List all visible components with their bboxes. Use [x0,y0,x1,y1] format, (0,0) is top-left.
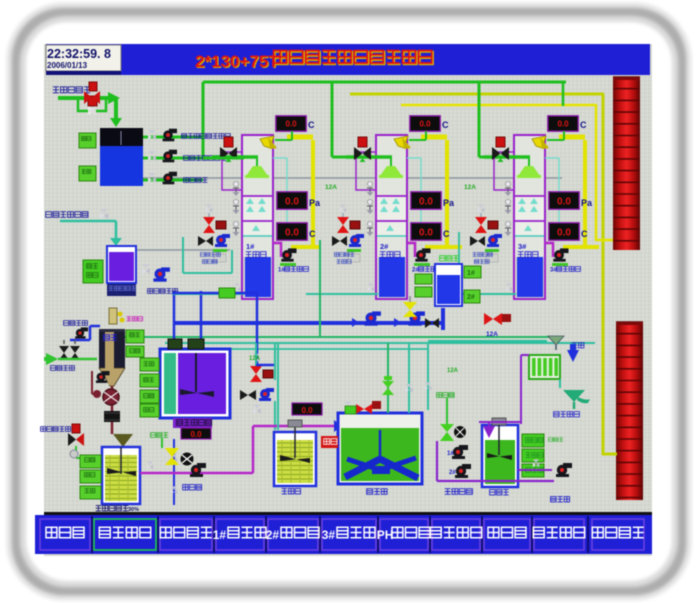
svg-text:0.0: 0.0 [285,197,299,208]
svg-text:2*130+75T: 2*130+75T [195,52,279,71]
svg-text:0.0: 0.0 [419,197,433,208]
svg-text:2#: 2# [412,268,419,274]
svg-text:3#: 3# [322,528,336,542]
svg-text:22:32:59. 8: 22:32:59. 8 [47,47,111,61]
svg-text:0.0: 0.0 [419,120,431,129]
svg-text:C: C [442,120,449,130]
svg-text:12A: 12A [249,356,261,362]
svg-text:0.0: 0.0 [557,197,571,208]
svg-text:2#: 2# [380,242,389,251]
svg-text:C: C [443,229,450,239]
svg-text:3#: 3# [518,242,527,251]
svg-text:0.0: 0.0 [190,430,202,439]
svg-text:1#: 1# [246,242,255,251]
svg-text:Pa: Pa [443,198,455,208]
svg-text:12A: 12A [325,184,337,191]
svg-text:0.0: 0.0 [301,406,313,415]
svg-text:0.0: 0.0 [285,120,297,129]
svg-text:1#: 1# [467,270,475,277]
svg-text:Pa: Pa [309,198,321,208]
svg-text:2#: 2# [449,470,456,476]
svg-text:12A: 12A [447,368,459,374]
svg-text:2*130+75T: 2*130+75T [196,53,280,72]
svg-text:0.0: 0.0 [557,120,569,129]
svg-text:0.0: 0.0 [285,228,299,239]
svg-text:1#: 1# [213,528,227,542]
svg-text:C: C [580,120,587,130]
svg-text:1#: 1# [447,451,454,457]
svg-text:12A: 12A [464,184,476,191]
svg-text:C: C [581,229,588,239]
svg-text:1#: 1# [278,268,285,274]
svg-text:2006/01/13: 2006/01/13 [47,61,88,70]
svg-text:Pa: Pa [581,198,593,208]
svg-text:PH: PH [377,528,394,542]
svg-text:C: C [309,229,316,239]
svg-text:C: C [308,120,315,130]
svg-text:0.0: 0.0 [557,228,571,239]
svg-text:3#: 3# [550,268,557,274]
svg-text:0.0: 0.0 [419,228,433,239]
svg-text:2#: 2# [467,294,475,301]
svg-text:12A: 12A [486,331,498,338]
svg-text:2#: 2# [266,528,280,542]
svg-text:30%: 30% [128,507,139,513]
